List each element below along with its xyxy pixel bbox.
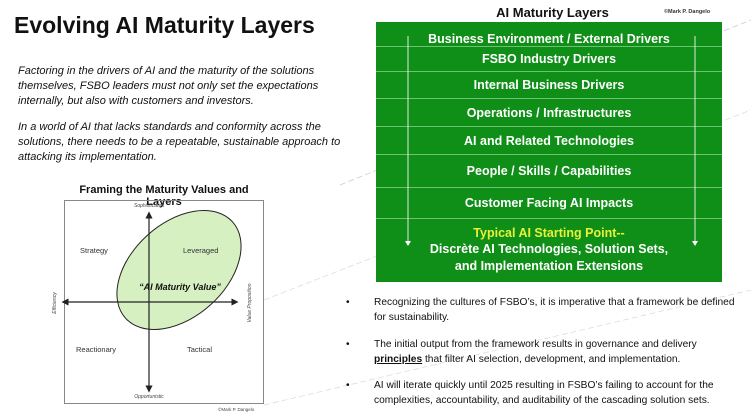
layer-row: Business Environment / External Drivers <box>376 32 722 47</box>
layer-row-discrete-ai: Discrète AI Technologies, Solution Sets,… <box>429 242 669 273</box>
layers-copyright: ©Mark P. Dangelo <box>664 9 711 15</box>
quadrant-reactionary: Reactionary <box>76 345 117 354</box>
layer-row: Operations / Infrastructures <box>376 99 722 127</box>
bullet-item: • Recognizing the cultures of FSBO’s, it… <box>346 295 741 325</box>
bullet-marker: • <box>346 339 350 350</box>
layers-title: AI Maturity Layers <box>496 5 609 20</box>
quadrant-axes <box>61 209 242 393</box>
framing-title: Framing the Maturity Values and Layers <box>79 184 249 208</box>
axis-label-opportunistic: Opportunistic <box>134 394 164 400</box>
typical-starting-point: Typical AI Starting Point-- <box>473 226 625 240</box>
quadrant-strategy: Strategy <box>80 246 108 255</box>
bullet-text: AI will iterate quickly until 2025 resul… <box>374 380 714 406</box>
maturity-value-ellipse <box>116 209 242 331</box>
principles-emphasis: principles <box>374 354 423 365</box>
bullet-item: • The initial output from the framework … <box>346 337 741 367</box>
bullet-item: • AI will iterate quickly until 2025 res… <box>346 378 741 408</box>
layer-row: AI and Related Technologies <box>376 127 722 155</box>
bullet-text: The initial output from the framework re… <box>374 339 697 350</box>
bullet-text: that filter AI selection, development, a… <box>422 354 681 365</box>
layer-row: FSBO Industry Drivers <box>376 47 722 72</box>
framing-copyright: ©Mark P. Dangelo <box>218 407 255 412</box>
layer-row: Customer Facing AI Impacts <box>376 188 722 219</box>
layer-row: People / Skills / Capabilities <box>376 155 722 188</box>
bullet-text: Recognizing the cultures of FSBO’s, it i… <box>374 297 735 323</box>
intro-paragraph-1: Factoring in the drivers of AI and the m… <box>18 65 319 107</box>
layer-row: Internal Business Drivers <box>376 72 722 99</box>
quadrant-leveraged: Leveraged <box>183 246 219 255</box>
intro-paragraph-2: In a world of AI that lacks standards an… <box>18 121 341 163</box>
axis-label-value-proposition: Value Proposition <box>247 283 253 323</box>
bullet-marker: • <box>346 297 350 308</box>
axis-label-efficiency: Efficiency <box>52 292 58 314</box>
maturity-layers-stack: Business Environment / External Drivers … <box>376 22 722 282</box>
axis-label-sophisticated: Sophisticated <box>133 203 165 209</box>
ai-maturity-value-label: “AI Maturity Value” <box>139 282 221 292</box>
down-arrows <box>405 36 698 246</box>
page-title: Evolving AI Maturity Layers <box>14 12 315 38</box>
bullet-marker: • <box>346 380 350 391</box>
quadrant-tactical: Tactical <box>187 345 213 354</box>
